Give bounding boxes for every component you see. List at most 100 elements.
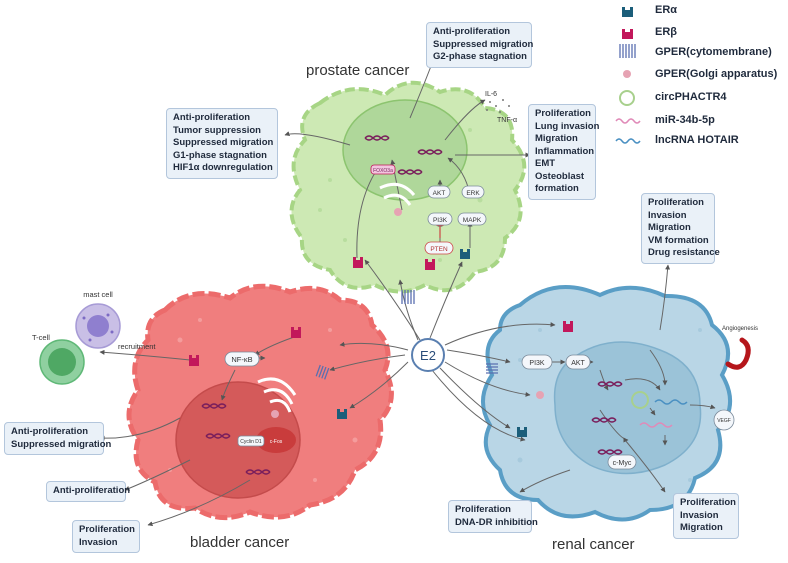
outcome-line: Tumor suppression: [173, 124, 261, 136]
outcome-line: Migration: [648, 222, 691, 233]
legend-lnc-hotair-label: lncRNA HOTAIR: [655, 134, 739, 146]
renal-golgi-gper-dot: [536, 391, 544, 399]
bladder-cancer-title: bladder cancer: [190, 534, 290, 551]
nfkb-node-label: NF-κB: [231, 355, 252, 364]
outcome-line: Suppressed migration: [433, 38, 534, 50]
outcome-line: Migration: [680, 522, 723, 533]
outcome-line: Proliferation: [535, 108, 591, 119]
cfos-label: c-Fos: [270, 439, 283, 445]
dna-helices: [201, 135, 623, 475]
il6-label: IL-6: [485, 91, 497, 98]
bladder-cfos-blob: [256, 427, 296, 453]
outcome-line: Suppressed migration: [173, 137, 274, 148]
cmyc-label: c-Myc: [613, 460, 632, 467]
legend-icons: [615, 7, 641, 144]
outcome-line: G2-phase stagnation: [433, 51, 527, 62]
circphactr4-ring-icon: [619, 90, 635, 106]
e2-node: [411, 338, 445, 372]
pi3k-node-label: PI3K: [433, 217, 448, 224]
t-cell-label: T-cell: [32, 333, 50, 342]
renal-hotair-wave: [654, 399, 688, 405]
prostate-cancer-title: prostate cancer: [306, 62, 410, 79]
outcome-line: Invasion: [648, 209, 687, 221]
outcome-line: Anti-proliferation: [11, 426, 89, 437]
outcome-line: Anti-proliferation: [53, 485, 131, 496]
outcome-line: Osteoblast: [535, 170, 585, 182]
outcome-line: formation: [535, 183, 579, 194]
foxo3a-label: FOXO3a: [373, 168, 393, 174]
recruitment-label: recruitment: [118, 342, 156, 351]
outcome-line: Drug resistance: [648, 247, 720, 258]
gper-membrane-receptors: [315, 290, 498, 380]
outcome-line: DNA-DR inhibition: [455, 516, 538, 528]
outcome-line: Suppressed migration: [11, 438, 112, 450]
bladder-golgi: [257, 377, 297, 413]
outcome-line: Invasion: [680, 509, 719, 521]
outcome-line: Proliferation: [680, 497, 736, 508]
prostate-cell: [289, 80, 527, 294]
bladder-speckles: [168, 318, 358, 482]
mir-34b-wave-icon: [615, 118, 641, 124]
outcome-line: Migration: [535, 133, 578, 144]
outcome-line: EMT: [535, 158, 556, 169]
cyclin-d1-label: Cyclin D1: [240, 439, 262, 445]
renal-cancer-title: renal cancer: [552, 536, 635, 553]
erk-node-label: ERK: [466, 190, 480, 197]
legend-gper-golgi-label: GPER(Golgi apparatus): [655, 68, 778, 80]
prostate-golgi-gper-dot: [394, 208, 402, 216]
outcome-line: G1-phase stagnation: [173, 149, 267, 161]
pten-node-label: PTEN: [430, 246, 448, 253]
bladder-golgi-gper-dot: [271, 410, 279, 418]
legend-er-alpha-label: ERα: [655, 4, 678, 16]
er-beta-receptors: [189, 257, 573, 366]
mapk-node-label: MAPK: [463, 217, 482, 224]
mast-cell: [75, 303, 121, 349]
bladder-mid-outcomes-box: Anti-proliferation: [46, 481, 131, 502]
cytokine-dots: [486, 99, 510, 113]
akt-node-label: AKT: [433, 190, 446, 197]
legend-circphactr4-label: circPHACTR4: [655, 91, 727, 103]
legend-mir34b-label: miR-34b-5p: [655, 114, 715, 126]
outcome-line: Invasion: [79, 536, 118, 548]
outcome-line: Proliferation: [455, 504, 511, 515]
er-alpha-receptor-icon: [622, 7, 633, 17]
renal-akt-label: AKT: [571, 360, 585, 367]
prostate-golgi: [379, 182, 416, 206]
lnc-hotair-wave-icon: [615, 138, 641, 144]
e2-arrows: [329, 259, 556, 442]
angiogenesis-vessel-icon: [725, 337, 751, 370]
tnfa-label: TNF-α: [497, 117, 517, 124]
angiogenesis-label: Angiogenesis: [722, 326, 758, 332]
t-cell: [39, 339, 85, 385]
outcome-line: Anti-proliferation: [433, 26, 511, 37]
vegf-label: VEGF: [717, 418, 731, 424]
prostate-nucleus: [342, 99, 468, 201]
bladder-cell: [126, 283, 394, 521]
legend-er-beta-label: ERβ: [655, 26, 677, 38]
renal-circphactr4-ring: [631, 391, 649, 409]
outcome-line: HIF1α downregulation: [173, 162, 273, 173]
outcome-line: Proliferation: [79, 524, 135, 535]
er-alpha-receptors: [337, 249, 527, 437]
renal-speckles: [517, 328, 702, 482]
er-beta-receptor-icon: [622, 29, 633, 39]
prostate-signal-nodes: [370, 164, 487, 255]
renal-cell: [481, 285, 732, 522]
mast-cell-label: mast cell: [83, 290, 113, 299]
outcome-line: VM formation: [648, 234, 709, 246]
legend-gper-membrane-label: GPER(cytomembrane): [655, 46, 772, 58]
outcome-line: Anti-proliferation: [173, 112, 251, 123]
e2-label: E2: [420, 348, 436, 363]
bladder-signal-nodes: [224, 351, 265, 447]
outcome-line: Lung invasion: [535, 120, 600, 132]
gper-golgi-dot-icon: [623, 70, 631, 78]
